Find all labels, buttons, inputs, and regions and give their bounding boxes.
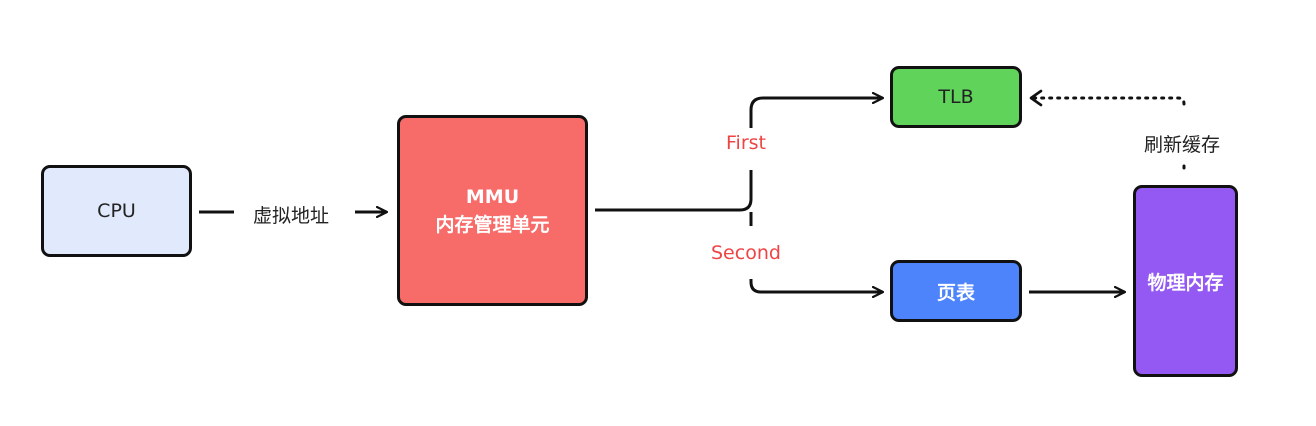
edge-label-virtual-address: 虚拟地址	[253, 205, 330, 227]
tlb-node: TLB	[890, 66, 1022, 128]
refresh-dotted-line	[1029, 96, 1186, 106]
memory-node: 物理内存	[1133, 185, 1238, 377]
memory-label: 物理内存	[1147, 271, 1224, 294]
edge-label-refresh-cache: 刷新缓存	[1144, 134, 1221, 156]
cpu-label: CPU	[97, 200, 136, 222]
mmu-to-tlb-arrow	[749, 98, 883, 128]
tlb-label: TLB	[938, 86, 974, 108]
mmu-split-line	[595, 170, 753, 212]
edge-label-first: First	[726, 132, 766, 154]
edge-label-second: Second	[711, 242, 781, 264]
page-table-label: 页表	[936, 281, 975, 304]
cpu-node: CPU	[41, 165, 192, 257]
page-table-node: 页表	[890, 260, 1022, 322]
mmu-node: MMU 内存管理单元	[397, 115, 588, 306]
refresh-arrowhead	[1029, 89, 1043, 107]
mmu-to-page-table-arrow	[749, 279, 883, 292]
mmu-label: MMU	[465, 185, 520, 208]
mmu-sublabel: 内存管理单元	[435, 213, 550, 236]
